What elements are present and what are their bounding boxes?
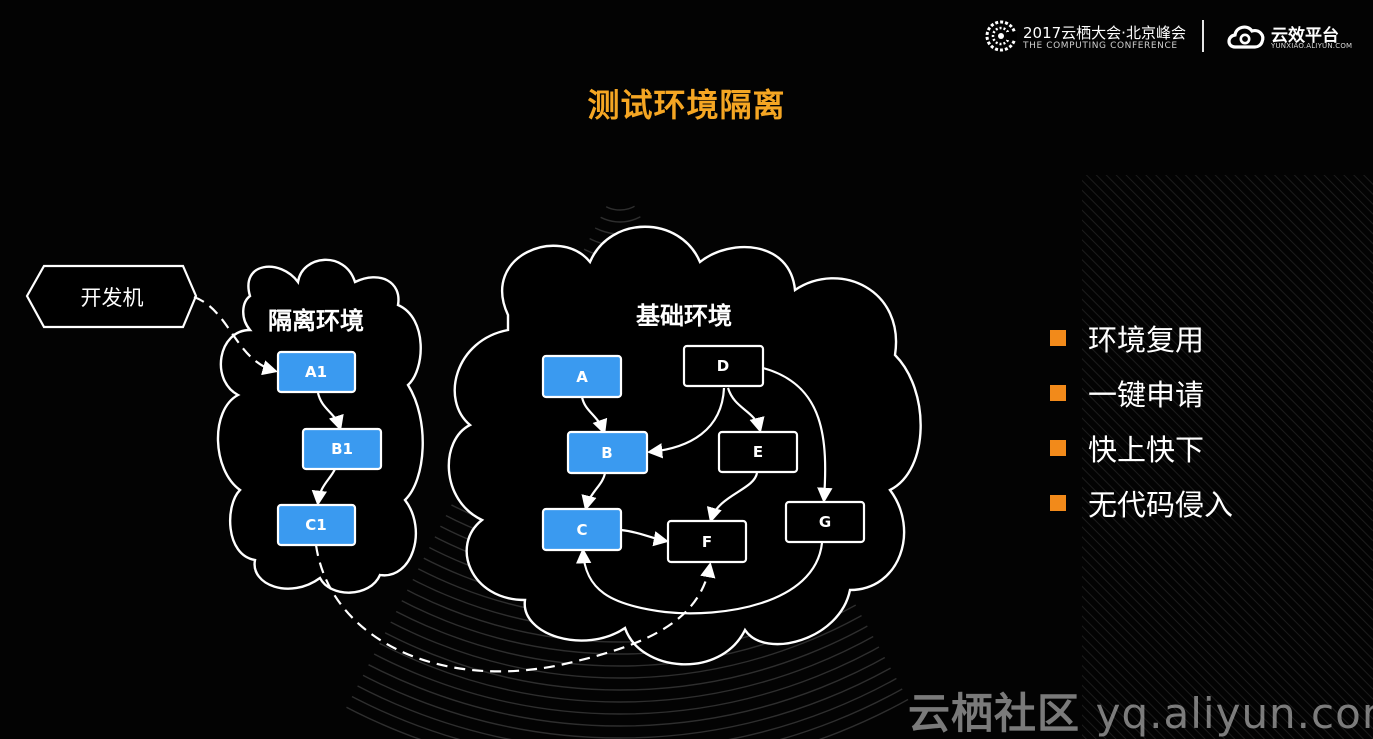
- diagram-edges: [193, 295, 833, 673]
- yunxiao-logo-icon: [1227, 25, 1265, 49]
- feature-text: 无代码侵入: [1088, 487, 1234, 522]
- feature-item: 无代码侵入: [1050, 475, 1233, 530]
- edge-D-to-G: [762, 366, 833, 504]
- edge-dev-to-A1: [193, 295, 278, 376]
- conference-title: 2017云栖大会·北京峰会: [1023, 24, 1186, 42]
- node-B: B: [566, 430, 649, 475]
- feature-text: 一键申请: [1088, 377, 1205, 412]
- isolated-env-cloud: [216, 258, 424, 594]
- dev-machine-node: 开发机: [25, 264, 198, 329]
- bullet-square-icon: [1050, 439, 1066, 456]
- edge-B1-to-C1: [311, 468, 337, 507]
- header-divider: [1202, 20, 1204, 52]
- watermark-url: yq.aliyun.com: [1095, 689, 1373, 738]
- edge-C-to-F: [620, 528, 670, 547]
- conference-subtitle: THE COMPUTING CONFERENCE: [1023, 41, 1178, 51]
- svg-text:G: G: [819, 513, 831, 531]
- node-A1: A1: [276, 350, 357, 394]
- feature-text: 快上快下: [1088, 432, 1205, 467]
- svg-text:C1: C1: [305, 516, 326, 534]
- node-E: E: [717, 430, 799, 474]
- edge-D-to-E: [726, 387, 765, 433]
- edge-D-to-B: [646, 387, 726, 459]
- svg-text:E: E: [753, 443, 763, 461]
- svg-text:F: F: [702, 533, 712, 551]
- conference-logo-icon: [985, 20, 1017, 52]
- feature-list: 环境复用 一键申请 快上快下 无代码侵入: [1050, 310, 1233, 530]
- slide-title: 测试环境隔离: [587, 86, 786, 124]
- dev-machine-label: 开发机: [81, 286, 144, 310]
- platform-url: YUNXIAO.ALIYUN.COM: [1271, 42, 1353, 50]
- svg-text:C: C: [576, 521, 587, 539]
- node-G: G: [784, 500, 866, 544]
- bullet-square-icon: [1050, 384, 1066, 401]
- feature-item: 环境复用: [1050, 310, 1233, 365]
- bullet-square-icon: [1050, 329, 1066, 346]
- header-logos: 2017云栖大会·北京峰会 THE COMPUTING CONFERENCE 云…: [985, 18, 1355, 58]
- bullet-square-icon: [1050, 494, 1066, 511]
- node-D: D: [682, 344, 765, 388]
- edge-A1-to-B1: [316, 392, 344, 431]
- svg-text:B: B: [601, 444, 612, 462]
- svg-text:A1: A1: [305, 363, 327, 381]
- svg-text:A: A: [576, 368, 588, 386]
- node-B1: B1: [301, 427, 383, 471]
- node-C: C: [541, 507, 623, 552]
- edge-B-to-C: [581, 472, 607, 511]
- node-F: F: [666, 519, 748, 564]
- edge-A-to-B: [580, 396, 608, 435]
- feature-item: 快上快下: [1050, 420, 1233, 475]
- edge-G-to-C: [575, 542, 824, 615]
- watermark: 云栖社区 yq.aliyun.com: [908, 680, 1373, 739]
- node-A: A: [541, 354, 623, 399]
- base-env-cloud: [447, 225, 922, 666]
- feature-item: 一键申请: [1050, 365, 1233, 420]
- node-C1: C1: [276, 503, 357, 547]
- edge-E-to-F: [706, 472, 759, 523]
- svg-text:B1: B1: [331, 440, 353, 458]
- feature-text: 环境复用: [1088, 322, 1205, 357]
- isolated-env-label: 隔离环境: [268, 307, 364, 335]
- base-env-label: 基础环境: [636, 302, 732, 330]
- svg-text:D: D: [717, 357, 729, 375]
- platform-name: 云效平台: [1271, 26, 1339, 46]
- watermark-brand: 云栖社区: [908, 689, 1081, 738]
